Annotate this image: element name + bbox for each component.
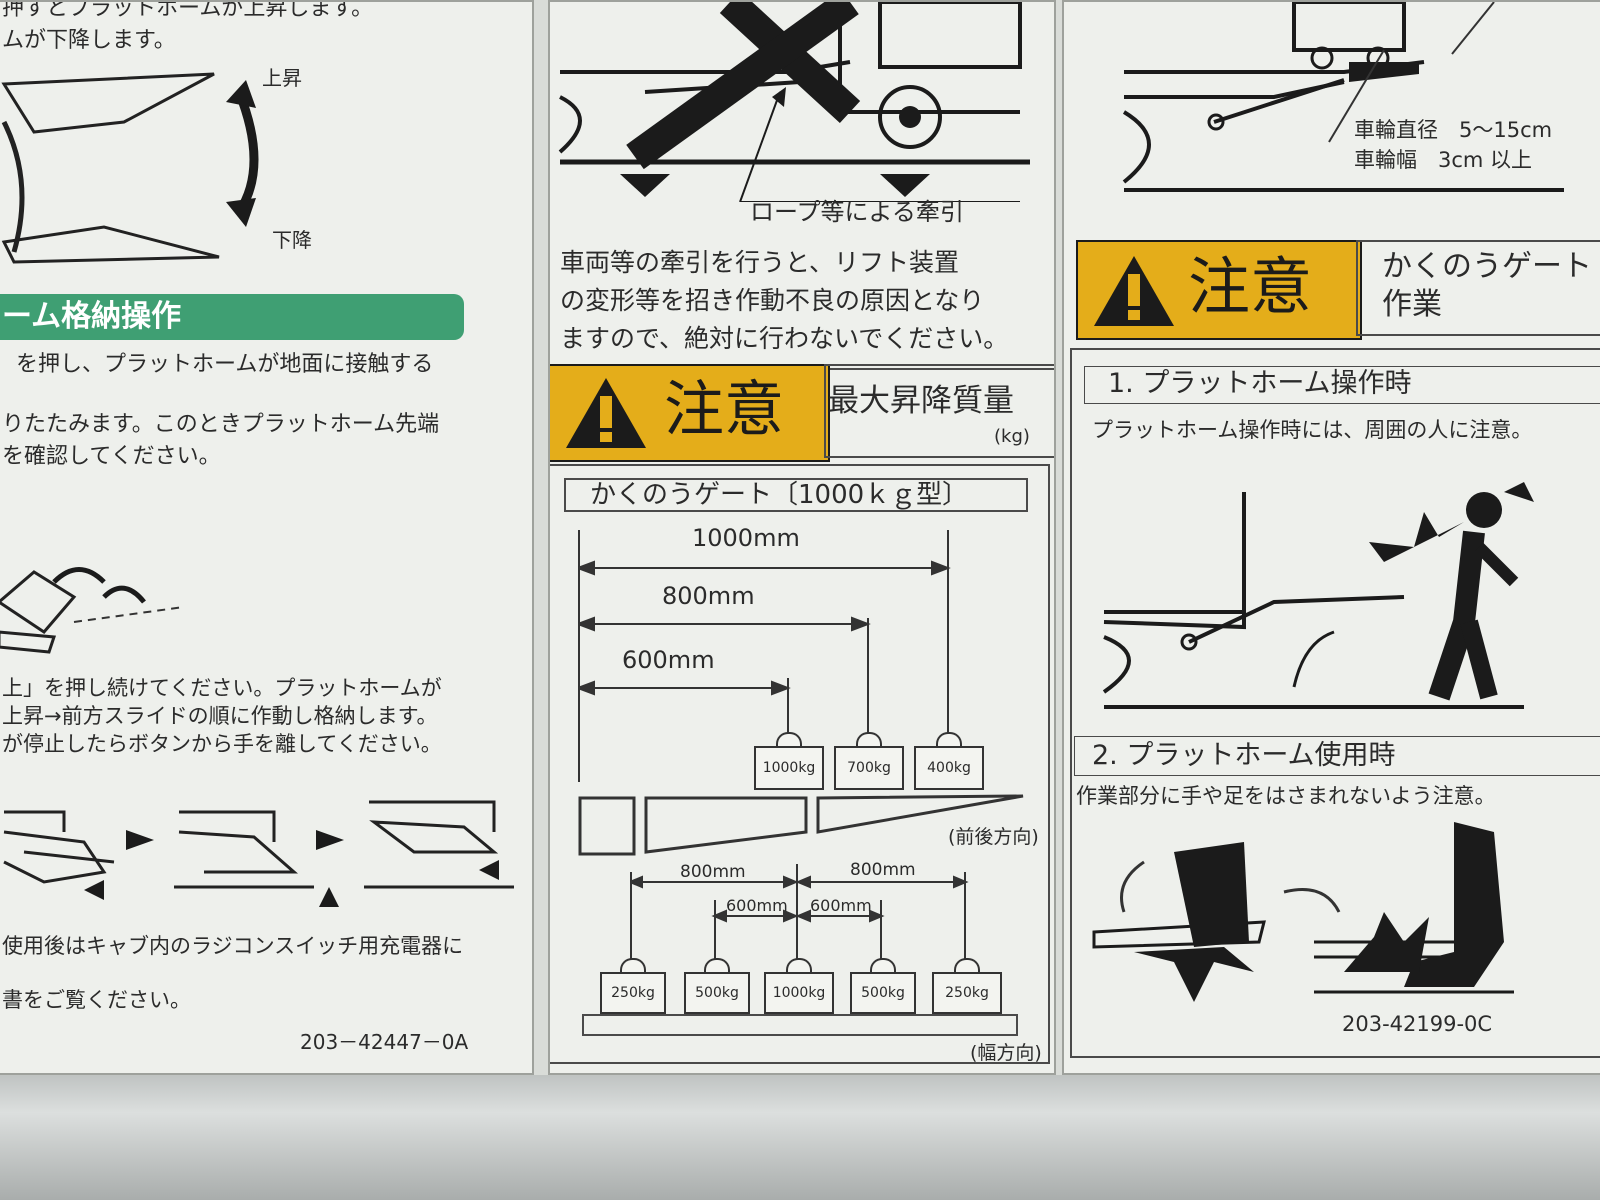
- storage-operation-title: ーム格納操作: [2, 299, 182, 334]
- gate-title: かくのうゲート〔1000ｋｇ型〕: [590, 480, 969, 510]
- width-direction: (幅方向): [970, 1042, 1042, 1064]
- caution-badge-right: 注意: [1076, 240, 1362, 340]
- width-dimension-arrows: [630, 875, 969, 923]
- front-back-direction: (前後方向): [948, 826, 1039, 848]
- width-800mm-left: 800mm: [680, 862, 746, 882]
- hand-foot-pinch-illustration: [1092, 822, 1514, 1002]
- weight-knob: [704, 958, 730, 974]
- weight-500kg-right: 500kg: [850, 972, 916, 1014]
- width-600mm-right: 600mm: [810, 896, 872, 915]
- weight-1000kg-center: 1000kg: [764, 972, 834, 1014]
- towing-para-1: 車両等の牽引を行うと、リフト装置: [560, 248, 960, 277]
- capacity-diagram-box: [550, 464, 1050, 1064]
- wline: [964, 872, 966, 960]
- width-800mm-right: 800mm: [850, 860, 916, 880]
- weight-1000kg: 1000kg: [754, 746, 824, 790]
- platform-side-view: [578, 794, 1024, 856]
- weight-250kg-left: 250kg: [600, 972, 666, 1014]
- max-mass-box: [824, 364, 1054, 458]
- left-code: 203－42447－0A: [300, 1030, 469, 1054]
- left-instruction-d: 上」を押し続けてください。プラットホームが: [2, 676, 442, 700]
- dimension-800mm: 800mm: [662, 582, 755, 610]
- wline: [796, 864, 798, 960]
- left-instruction-c: を確認してください。: [2, 444, 221, 469]
- section1-title-box: [1084, 366, 1600, 404]
- person-struck-illustration: [1102, 482, 1534, 709]
- wline: [880, 900, 882, 960]
- towing-para-2: の変形等を招き作動不良の原因となり: [560, 286, 985, 315]
- warning-triangle-icon: [1094, 256, 1174, 326]
- storage-sequence-illustration: [3, 800, 514, 907]
- weight-knob: [776, 732, 802, 748]
- section2-title: 2. プラットホーム使用時: [1092, 740, 1396, 771]
- weight-knob: [786, 958, 812, 974]
- load-line-600: [787, 678, 789, 734]
- section1-title: 1. プラットホーム操作時: [1108, 368, 1412, 399]
- weight-knob: [954, 958, 980, 974]
- weight-knob: [620, 958, 646, 974]
- left-top-line2: ムが下降します。: [2, 28, 176, 53]
- lift-up-down-illustration: [1, 72, 259, 264]
- left-label-panel: 押すとプラットホームが上昇します。 ムが下降します。 上昇 下降 ーム格納操作 …: [0, 0, 534, 1075]
- gate-work-line2: 作業: [1382, 287, 1442, 322]
- dimension-arrows: [578, 560, 951, 696]
- towing-prohibited-illustration: [558, 2, 1030, 202]
- caution-badge: 注意: [550, 364, 830, 462]
- label-up: 上昇: [262, 66, 302, 90]
- left-instruction-a: を押し、プラットホームが地面に接触する: [16, 352, 434, 377]
- wheel-width-spec: 車輪幅 3cm 以上: [1354, 148, 1533, 172]
- weight-500kg-left: 500kg: [684, 972, 750, 1014]
- weight-400kg: 400kg: [914, 746, 984, 790]
- safety-section-box: [1070, 348, 1600, 1058]
- rope-towing-label: ロープ等による牽引: [750, 198, 964, 226]
- section2-text: 作業部分に手や足をはさまれないよう注意。: [1076, 784, 1496, 808]
- caution-label: 注意: [664, 375, 784, 445]
- gate-title-box: [564, 478, 1028, 512]
- weight-knob: [870, 958, 896, 974]
- door-frame-rail: [0, 1075, 1600, 1200]
- weight-250kg-right: 250kg: [932, 972, 1002, 1014]
- left-top-line1: 押すとプラットホームが上昇します。: [2, 0, 374, 21]
- wheel-diameter-spec: 車輪直径 5～15cm: [1354, 118, 1553, 142]
- towing-para-3: ますので、絶対に行わないでください。: [560, 324, 1009, 353]
- load-line-800: [867, 618, 869, 734]
- left-instruction-g: 使用後はキャブ内のラジコンスイッチ用充電器に: [2, 934, 464, 958]
- max-mass-title: 最大昇降質量: [828, 383, 1014, 419]
- left-instruction-f: が停止したらボタンから手を離してください。: [2, 732, 442, 756]
- origin-line: [578, 530, 580, 782]
- right-label-panel: 車輪直径 5～15cm 車輪幅 3cm 以上 注意 かくのうゲート 作業 1. …: [1062, 0, 1600, 1075]
- middle-label-panel: ロープ等による牽引 車両等の牽引を行うと、リフト装置 の変形等を招き作動不良の原…: [548, 0, 1056, 1075]
- gate-work-box: [1356, 240, 1600, 336]
- dimension-600mm: 600mm: [622, 646, 715, 674]
- weight-knob: [856, 732, 882, 748]
- platform-width-bar: [582, 1014, 1018, 1036]
- wline: [630, 872, 632, 960]
- right-code: 203-42199-0C: [1342, 1012, 1493, 1036]
- gate-work-line1: かくのうゲート: [1382, 249, 1592, 284]
- section2-title-box: [1074, 736, 1600, 776]
- label-down: 下降: [272, 228, 312, 252]
- left-instruction-e: 上昇→前方スライドの順に作動し格納します。: [2, 704, 438, 728]
- weight-700kg: 700kg: [834, 746, 904, 790]
- caution-label-right: 注意: [1188, 250, 1313, 323]
- section1-text: プラットホーム操作時には、周囲の人に注意。: [1092, 418, 1533, 442]
- wline: [714, 900, 716, 960]
- warning-triangle-icon: [566, 378, 646, 448]
- platform-fold-illustration: [0, 567, 185, 654]
- load-line-1000: [947, 530, 949, 734]
- mass-unit: (kg): [994, 426, 1030, 447]
- dimension-1000mm: 1000mm: [692, 524, 800, 552]
- width-600mm-left: 600mm: [726, 896, 788, 915]
- left-instruction-b: りたたみます。このときプラットホーム先端: [2, 412, 440, 437]
- weight-knob: [936, 732, 962, 748]
- storage-operation-header: ーム格納操作: [0, 294, 464, 340]
- left-instruction-h: 書をご覧ください。: [2, 988, 191, 1012]
- wheel-spec-illustration: [1122, 2, 1564, 192]
